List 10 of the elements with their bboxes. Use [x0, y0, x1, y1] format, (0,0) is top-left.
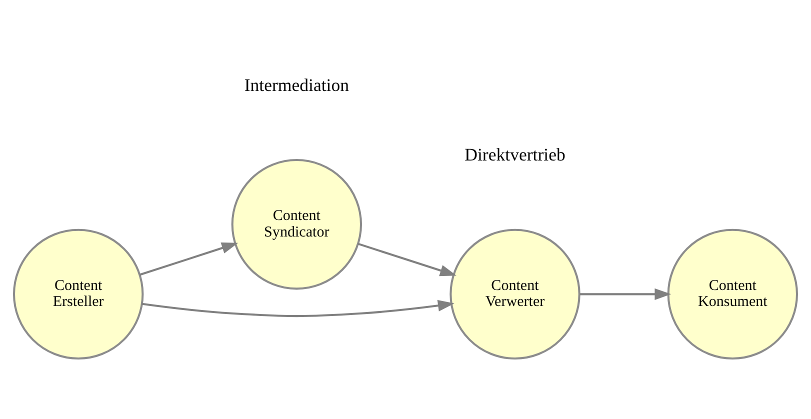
node-circle: Content Verwerter: [450, 228, 580, 360]
arrow: [139, 242, 238, 276]
node-circle: Content Ersteller: [12, 228, 144, 360]
node-circle: Content Konsument: [667, 228, 798, 360]
label: Direktvertrieb: [464, 144, 566, 164]
arrow: [580, 288, 672, 300]
arrow: [142, 299, 454, 317]
label: Intermediation: [244, 74, 350, 94]
node-circle: Content Syndicator: [231, 158, 362, 290]
arrow: [358, 242, 456, 276]
